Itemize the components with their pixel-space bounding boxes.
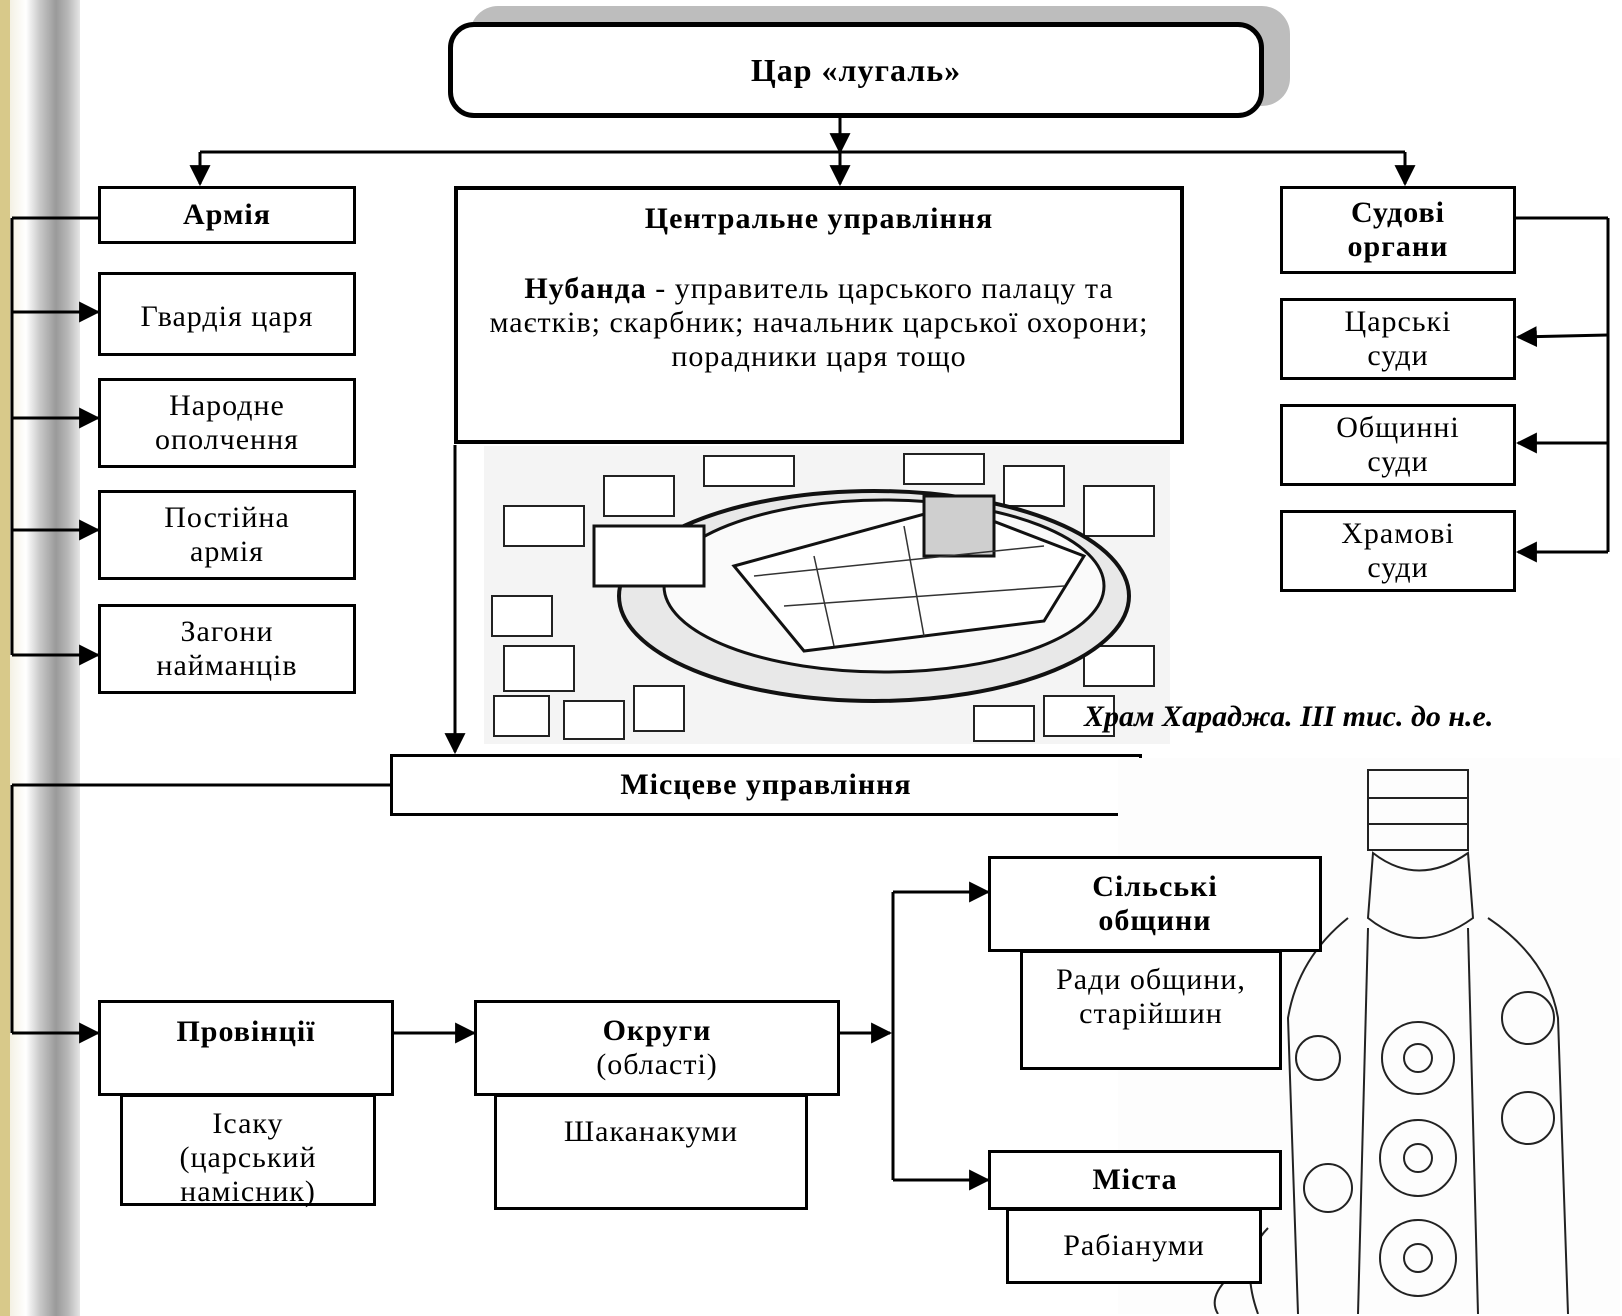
provinces-official: Ісаку (царський намісник)	[179, 1107, 317, 1208]
districts-title: Округи	[602, 1014, 712, 1047]
provinces-box: Провінції	[98, 1000, 394, 1096]
temple-illustration	[484, 446, 1170, 744]
districts-official: Шаканакуми	[563, 1115, 739, 1148]
nubanda-term: Нубанда	[524, 272, 647, 305]
courts-item-label: Общинні суди	[1336, 411, 1460, 478]
army-item-label: Гвардія царя	[140, 300, 314, 333]
army-item-militia: Народне ополчення	[98, 378, 356, 468]
army-item-label: Загони найманців	[156, 615, 298, 682]
districts-official-box: Шаканакуми	[494, 1094, 808, 1210]
army-item-label: Постійна армія	[164, 501, 290, 568]
cities-official-box: Рабіануми	[1006, 1208, 1262, 1284]
local-admin-box: Місцеве управління	[390, 754, 1142, 816]
villages-box: Сільські общини	[988, 856, 1322, 952]
provinces-official-box: Ісаку (царський намісник)	[120, 1094, 376, 1208]
courts-item-community: Общинні суди	[1280, 404, 1516, 486]
courts-item-temple: Храмові суди	[1280, 510, 1516, 592]
provinces-title: Провінції	[176, 1015, 316, 1048]
districts-box: Округи (області)	[474, 1000, 840, 1096]
army-item-guard: Гвардія царя	[98, 272, 356, 356]
army-item-mercenaries: Загони найманців	[98, 604, 356, 694]
courts-title: Судові органи	[1347, 196, 1449, 263]
villages-official-box: Ради общини, старійшин	[1020, 950, 1282, 1070]
army-box: Армія	[98, 186, 356, 244]
army-item-standing: Постійна армія	[98, 490, 356, 580]
cities-box: Міста	[988, 1150, 1282, 1210]
courts-item-royal: Царські суди	[1280, 298, 1516, 380]
king-label: Цар «лугаль»	[750, 51, 962, 88]
central-admin-title: Центральне управління	[644, 202, 994, 235]
king-box: Цар «лугаль»	[448, 22, 1264, 118]
courts-item-label: Храмові суди	[1341, 517, 1455, 584]
army-item-label: Народне ополчення	[155, 389, 299, 456]
central-admin-description: Нубанда - управитель царського палацу та…	[458, 272, 1180, 374]
villages-official: Ради общини, старійшин	[1056, 963, 1246, 1030]
illustration-caption: Храм Хараджа. ІІІ тис. до н.е.	[1084, 700, 1494, 733]
local-admin-title: Місцеве управління	[620, 768, 912, 801]
districts-subtitle: (області)	[596, 1048, 718, 1081]
army-title: Армія	[183, 198, 271, 231]
courts-box: Судові органи	[1280, 186, 1516, 274]
cities-title: Міста	[1092, 1163, 1178, 1196]
central-admin-box: Центральне управління Нубанда - управите…	[454, 186, 1184, 444]
cities-official: Рабіануми	[1063, 1229, 1205, 1262]
nubanda-description: - управитель царського палацу та маєтків…	[489, 272, 1149, 373]
courts-item-label: Царські суди	[1344, 305, 1452, 372]
villages-title: Сільські общини	[1092, 870, 1218, 937]
